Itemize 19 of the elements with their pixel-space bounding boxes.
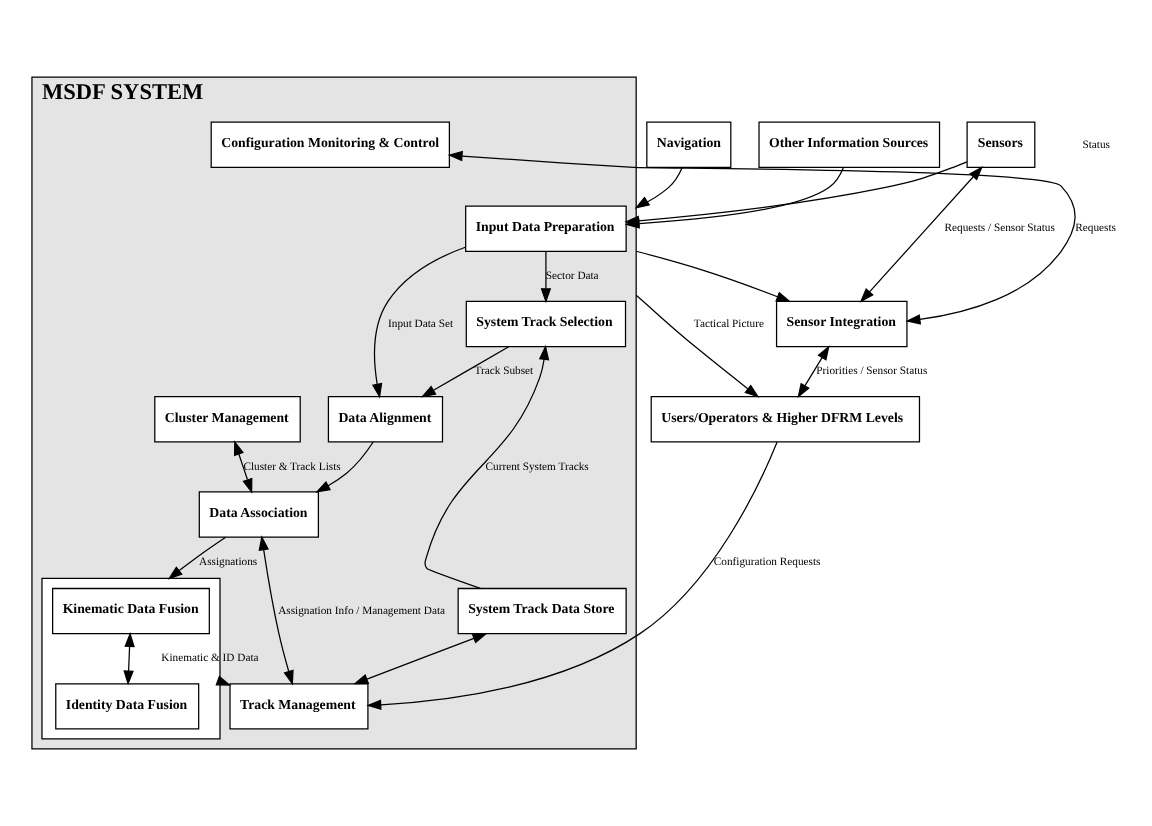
arrow [634, 166, 683, 209]
arrow [447, 150, 1076, 325]
arrow [258, 535, 294, 686]
arrow [635, 250, 792, 303]
arrow [797, 345, 830, 399]
arrow [371, 246, 466, 399]
arrow [315, 441, 374, 493]
arrow [167, 536, 227, 580]
arrow [420, 346, 510, 398]
arrow [635, 294, 760, 398]
arrow [123, 631, 135, 686]
arrow [234, 440, 253, 494]
arrow [353, 633, 488, 685]
arrow [366, 441, 778, 710]
arrow [624, 161, 968, 226]
arrow [540, 250, 552, 304]
arrow [859, 165, 984, 303]
cluster [41, 577, 221, 740]
arrow [424, 344, 550, 590]
